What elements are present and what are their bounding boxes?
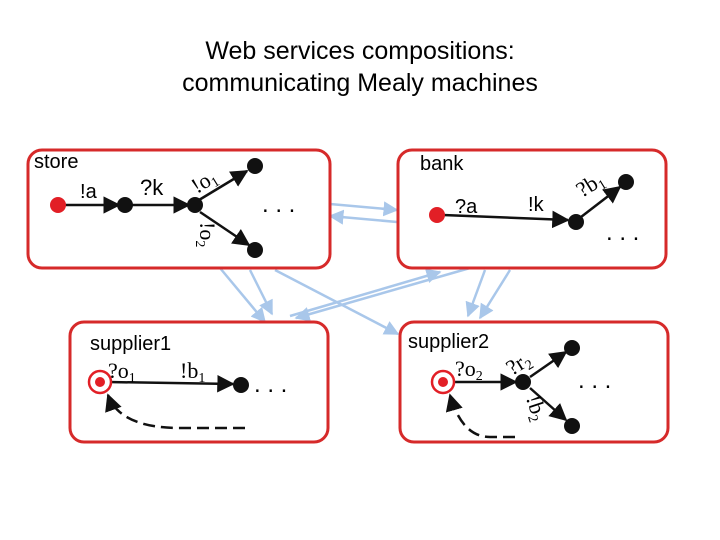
store-t-k: ?k	[140, 175, 164, 200]
bank-initial-state	[429, 207, 445, 223]
supplier1-label: supplier1	[90, 333, 171, 355]
store-t-o2: !o2	[192, 222, 220, 247]
channel-bank-to-supplier1	[294, 266, 471, 322]
supplier2-t-o2: ?o2	[455, 356, 483, 384]
channel-store-to-bank	[329, 201, 399, 217]
supplier2-ellipsis: . . .	[578, 367, 611, 394]
supplier2-machine: supplier2 ?o2 ?r2 !b2 . . .	[398, 320, 670, 444]
bank-machine: bank ?a !k ?b1 . . .	[396, 148, 668, 270]
supplier2-state-3	[564, 418, 580, 434]
bank-box	[396, 148, 668, 270]
supplier2-box	[398, 320, 670, 444]
channel-store-to-supplier2	[274, 268, 400, 336]
channel-bank-to-supplier2-b	[478, 269, 512, 320]
supplier2-state-2	[564, 340, 580, 356]
store-box	[26, 148, 332, 270]
bank-state-1	[568, 214, 584, 230]
supplier2-label: supplier2	[408, 331, 489, 353]
supplier1-ellipsis: . . .	[254, 371, 287, 398]
channel-store-to-supplier1-a	[219, 267, 266, 324]
channel-arrows	[219, 201, 512, 336]
bank-label: bank	[420, 153, 464, 175]
bank-t-k: !k	[528, 194, 545, 216]
channel-bank-to-store	[328, 209, 398, 225]
store-label: store	[34, 151, 78, 173]
supplier2-t-b2: !b2	[518, 392, 552, 425]
supplier1-state-1	[233, 377, 249, 393]
supplier1-t-o1: ?o1	[108, 358, 136, 386]
supplier1-t-b1: !b1	[180, 358, 205, 386]
bank-state-2	[618, 174, 634, 190]
title-line-1: Web services compositions:	[205, 37, 515, 65]
channel-supplier1-to-bank	[289, 268, 442, 318]
title-line-2: communicating Mealy machines	[182, 69, 538, 97]
channel-bank-to-supplier2-a	[465, 269, 487, 318]
supplier2-initial-state	[438, 377, 448, 387]
store-initial-state	[50, 197, 66, 213]
store-state-2	[187, 197, 203, 213]
store-machine: store !a ?k !o1 !o2 . . .	[26, 148, 332, 270]
store-state-3	[247, 158, 263, 174]
store-state-4	[247, 242, 263, 258]
supplier1-box	[68, 320, 330, 444]
bank-t-a: ?a	[455, 196, 478, 218]
store-ellipsis: . . .	[262, 191, 295, 218]
supplier1-machine: supplier1 ?o1 !b1 . . .	[68, 320, 330, 444]
store-t-a: !a	[80, 181, 98, 203]
store-state-1	[117, 197, 133, 213]
channel-store-to-supplier1-b	[248, 269, 274, 316]
supplier1-initial-state	[95, 377, 105, 387]
bank-ellipsis: . . .	[606, 219, 639, 246]
supplier2-state-1	[515, 374, 531, 390]
